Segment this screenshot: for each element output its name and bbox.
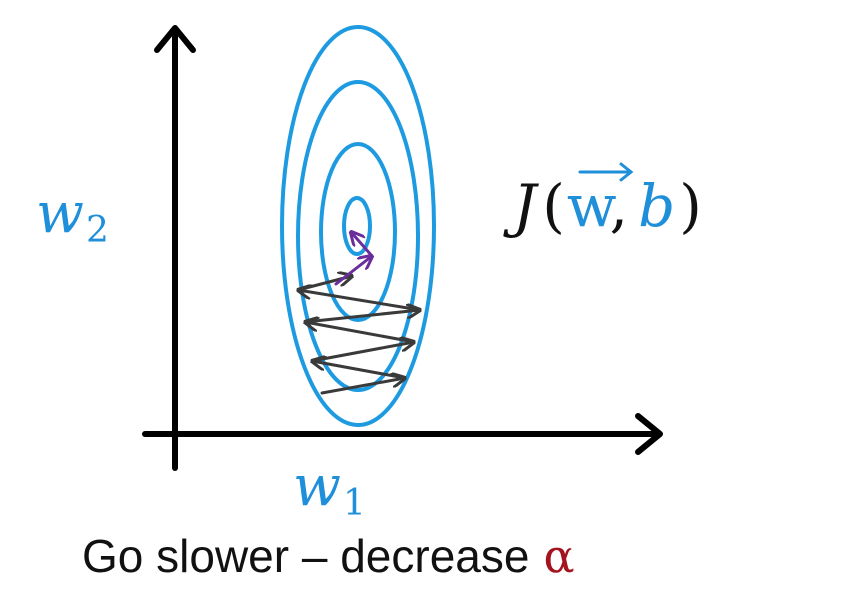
- x-axis-arrowhead: [635, 413, 663, 455]
- alpha-symbol: α: [543, 529, 574, 583]
- step-arrow: [303, 310, 420, 324]
- step-arrow: [320, 378, 405, 395]
- contour-lines: [280, 25, 436, 427]
- cost-func-symbol: J: [503, 172, 539, 240]
- cost-open-paren: (: [542, 172, 565, 240]
- cost-close-paren: ): [679, 172, 702, 240]
- caption-text: Go slower – decrease: [82, 530, 529, 582]
- cost-vector-w: w: [567, 172, 616, 240]
- vector-arrow-icon: [578, 162, 634, 182]
- step-arrow: [310, 342, 414, 363]
- step-arrow: [334, 256, 372, 286]
- contour-ellipse-2: [296, 80, 420, 392]
- cost-function-label: J(w,b): [503, 172, 702, 240]
- y-axis-arrowhead: [154, 25, 196, 53]
- step-arrow: [298, 290, 422, 312]
- y-axis-label: w2: [36, 181, 109, 251]
- descent-path-oscillating: [298, 276, 422, 395]
- step-arrow: [351, 232, 374, 258]
- axes: [142, 25, 663, 471]
- step-arrow: [305, 322, 416, 344]
- descent-path-converging: [334, 232, 374, 286]
- contour-ellipse-3: [319, 142, 397, 322]
- cost-b: b: [638, 172, 675, 240]
- step-arrow: [312, 361, 407, 380]
- contour-ellipse-1: [280, 25, 436, 427]
- caption: Go slower – decrease α: [82, 529, 575, 583]
- contour-ellipse-4: [342, 196, 372, 256]
- cost-comma: ,: [610, 172, 628, 240]
- x-axis-label: w1: [293, 454, 366, 524]
